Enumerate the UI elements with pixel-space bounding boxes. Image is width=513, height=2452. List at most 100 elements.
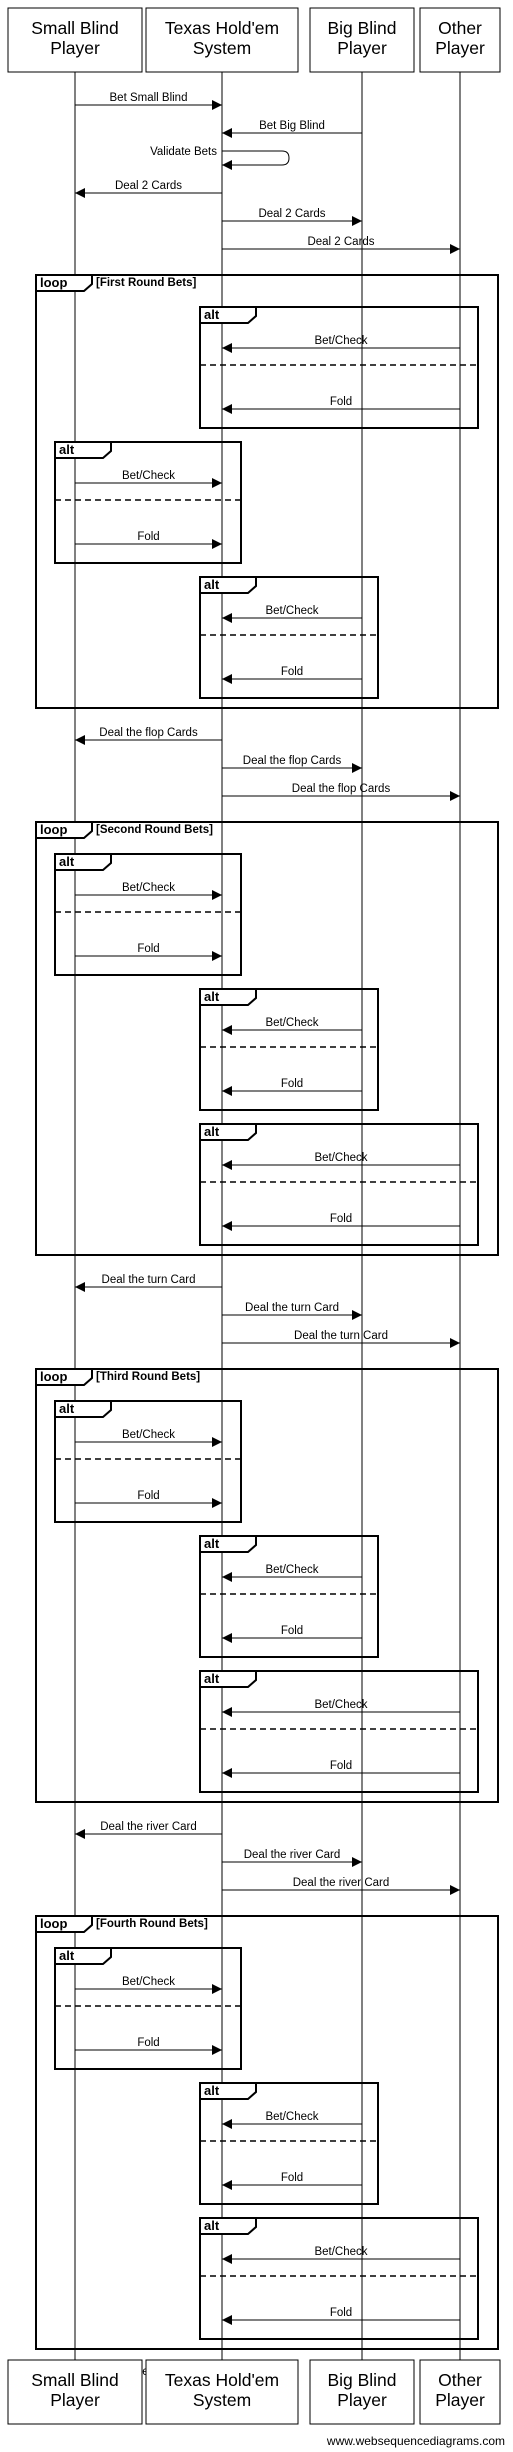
participant-label: Small Blind — [31, 18, 119, 38]
message-label: Deal the flop Cards — [99, 727, 198, 739]
alt-frame — [199, 1670, 479, 1793]
participant-label: Texas Hold'em — [165, 2370, 279, 2390]
alt-keyword: alt — [204, 1536, 220, 1551]
loop-tab — [35, 1368, 93, 1386]
message-label: Deal the river Card — [100, 1821, 197, 1833]
diagram-credit: www.websequencediagrams.com — [326, 2434, 505, 2448]
alt-fragment: alt — [199, 1670, 479, 1793]
message-label: Fold — [330, 1760, 352, 1772]
alt-frame — [199, 1123, 479, 1246]
loop-fragment: loop[Second Round Bets] — [35, 821, 499, 1256]
alt-tab — [199, 306, 257, 324]
alt-tab — [199, 1670, 257, 1688]
alt-tab — [54, 853, 112, 871]
message: Deal 2 Cards — [222, 208, 362, 226]
loop-frame — [35, 1915, 499, 2350]
alt-keyword: alt — [204, 2083, 220, 2098]
participant-label: Player — [435, 2390, 485, 2410]
alt-keyword: alt — [204, 1671, 220, 1686]
loop-condition: [First Round Bets] — [96, 277, 196, 289]
participant-label: Player — [337, 2390, 387, 2410]
participant-box — [145, 2359, 299, 2425]
alt-frame — [199, 576, 379, 699]
alt-keyword: alt — [204, 2218, 220, 2233]
lifelines — [74, 72, 461, 2360]
loop-frame — [35, 274, 499, 709]
message-label: Bet/Check — [314, 1699, 367, 1711]
message-label: Fold — [281, 1078, 303, 1090]
self-message-arrow — [222, 150, 290, 170]
alt-keyword: alt — [59, 854, 75, 869]
message: Fold — [222, 666, 362, 684]
message-label: Fold — [137, 1490, 159, 1502]
message: Deal the flop Cards — [222, 755, 362, 773]
alt-tab — [199, 576, 257, 594]
loop-keyword: loop — [40, 822, 67, 837]
message-label: Deal the flop Cards — [292, 783, 391, 795]
message: Fold — [75, 531, 222, 549]
message: Deal the flop Cards — [222, 783, 460, 801]
loop-fragment: loop [First Round Bets] — [35, 274, 499, 709]
participant-box — [309, 7, 415, 73]
message-label: Bet/Check — [265, 1017, 318, 1029]
loop-keyword: loop — [40, 275, 67, 290]
message: Bet/Check — [222, 335, 460, 353]
message-label: Bet/Check — [314, 335, 367, 347]
message: Fold — [222, 1213, 460, 1231]
message: Deal the turn Card — [222, 1302, 362, 1320]
loop-fragment: loop[Third Round Bets] — [35, 1368, 499, 1803]
message-label: Deal the river Card — [293, 1877, 390, 1889]
message: Bet/Check — [222, 1017, 362, 1035]
alt-keyword: alt — [204, 307, 220, 322]
message: Bet/Check — [222, 2111, 362, 2129]
alt-keyword: alt — [59, 1948, 75, 1963]
participant-label: Texas Hold'em — [165, 18, 279, 38]
loop-tab — [35, 821, 93, 839]
message-label: Fold — [281, 1625, 303, 1637]
alt-tab — [199, 2082, 257, 2100]
loop-tab — [35, 274, 93, 292]
participant-label: Other — [438, 18, 482, 38]
message: Bet/Check — [222, 2246, 460, 2264]
alt-tab — [54, 441, 112, 459]
participant-label: System — [193, 2390, 251, 2410]
message-label: Fold — [281, 666, 303, 678]
message: Deal the river Card — [222, 1877, 460, 1895]
message-label: Deal the turn Card — [102, 1274, 196, 1286]
self-message: Validate Bets — [150, 146, 290, 170]
message-label: Bet/Check — [265, 605, 318, 617]
message: Fold — [222, 1760, 460, 1778]
message-label: Bet/Check — [122, 470, 175, 482]
alt-fragment: alt — [199, 2082, 379, 2205]
alt-tab — [199, 2217, 257, 2235]
message-label: Fold — [137, 943, 159, 955]
alt-tab — [199, 1123, 257, 1141]
alt-keyword: alt — [59, 442, 75, 457]
message-label: Deal the flop Cards — [243, 755, 342, 767]
message: Deal 2 Cards — [222, 236, 460, 254]
message-label: Bet/Check — [314, 1152, 367, 1164]
loop-condition: [Fourth Round Bets] — [96, 1918, 208, 1930]
loop-frame — [35, 1368, 499, 1803]
message: Bet/Check — [75, 470, 222, 488]
message: Fold — [75, 943, 222, 961]
alt-frame — [54, 1947, 242, 2070]
alt-frame — [54, 441, 242, 564]
fragments: loop[First Round Bets]altaltaltloop[Seco… — [35, 274, 499, 2350]
alt-fragment: alt — [54, 441, 242, 564]
participant-label: Player — [50, 38, 100, 58]
alt-fragment: alt — [199, 576, 379, 699]
alt-frame — [199, 988, 379, 1111]
alt-fragment: alt — [199, 2217, 479, 2340]
message: Fold — [222, 1078, 362, 1096]
participant-box — [7, 7, 143, 73]
alt-tab — [54, 1400, 112, 1418]
